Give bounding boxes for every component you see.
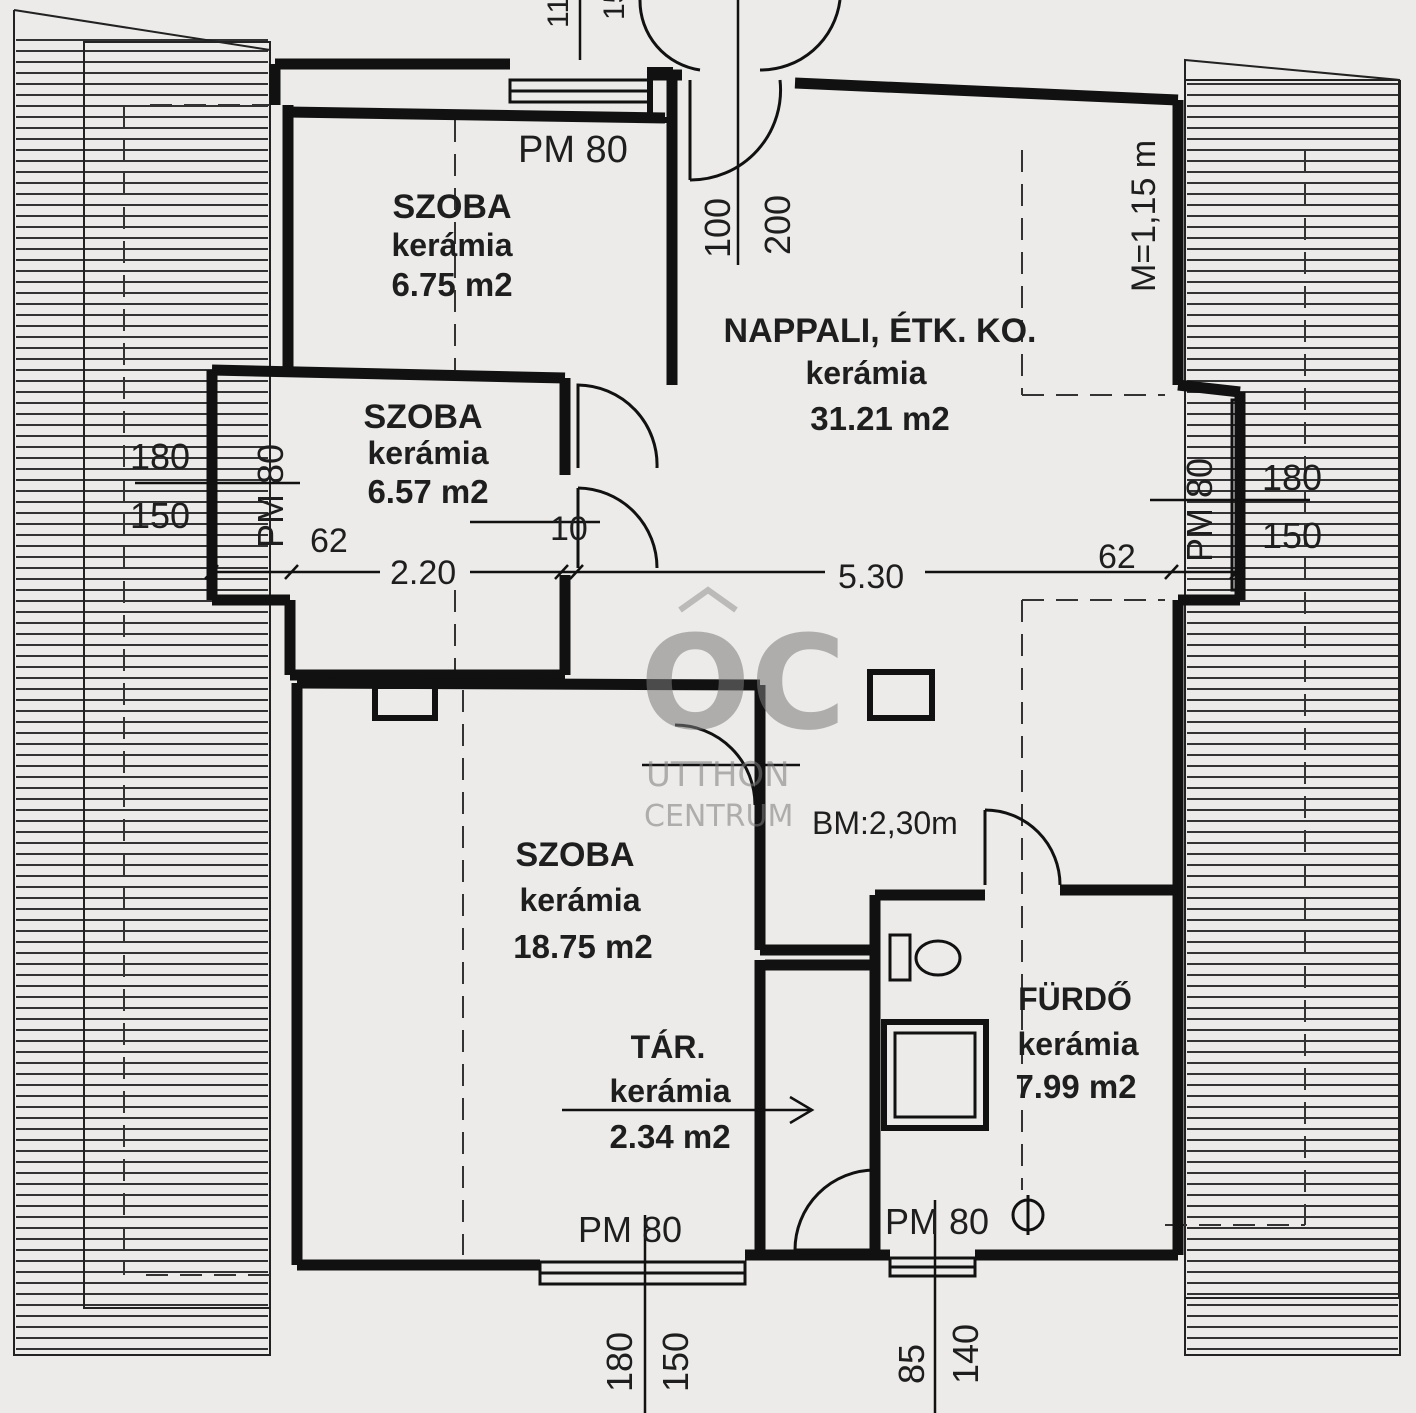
dim-top-115: 115 xyxy=(542,0,575,28)
dim-5-30: 5.30 xyxy=(838,558,904,596)
roof-hatching xyxy=(16,39,1398,1350)
bathroom-fixtures xyxy=(881,933,1045,1235)
window-label-right: PM 80 xyxy=(1179,458,1220,562)
roof-outline xyxy=(13,9,1401,1356)
room-szoba3-floor: kerámia xyxy=(520,882,641,918)
dim-bottom-140: 140 xyxy=(945,1324,986,1384)
window-label-left: PM 80 xyxy=(250,444,291,548)
dim-bottom-85: 85 xyxy=(891,1344,932,1384)
room-szoba3-name: SZOBA xyxy=(516,836,635,874)
window-label-bottom-right: PM 80 xyxy=(885,1201,989,1242)
room-furdo-floor: kerámia xyxy=(1018,1026,1139,1062)
watermark-logo: OC UTTHON CENTRUM xyxy=(640,586,846,834)
walls xyxy=(206,58,1246,1271)
height-label: M=1,15 m xyxy=(1125,140,1163,292)
room-furdo-name: FÜRDŐ xyxy=(1018,981,1132,1017)
room-furdo-area: 7.99 m2 xyxy=(1015,1068,1136,1105)
room-szoba2-floor: kerámia xyxy=(368,435,489,471)
room-tar-area: 2.34 m2 xyxy=(609,1118,730,1155)
room-nappali-floor: kerámia xyxy=(806,355,927,391)
dim-bottom-150: 150 xyxy=(655,1332,696,1392)
dimension-labels: PM 80 PM 80 PM 80 62 10 2.20 5.30 62 BM:… xyxy=(130,0,1322,1392)
dim-left-150: 150 xyxy=(130,495,190,536)
watermark-line1: UTTHON xyxy=(646,755,790,795)
room-nappali-area: 31.21 m2 xyxy=(810,400,949,437)
room-szoba3-area: 18.75 m2 xyxy=(513,928,652,965)
dim-10: 10 xyxy=(550,510,588,548)
room-nappali-name: NAPPALI, ÉTK. KO. xyxy=(724,312,1037,350)
room-szoba2-name: SZOBA xyxy=(364,398,483,436)
window-label-bottom-left: PM 80 xyxy=(578,1209,682,1250)
dim-62-right: 62 xyxy=(1098,538,1136,576)
dim-top-15: 15 xyxy=(598,0,631,20)
dim-right-180: 180 xyxy=(1262,457,1322,498)
watermark-line2: CENTRUM xyxy=(644,799,793,834)
dim-door-100: 100 xyxy=(697,198,738,258)
dim-62-left: 62 xyxy=(310,522,348,560)
dim-left-180: 180 xyxy=(130,436,190,477)
ceiling-height-label: BM:2,30m xyxy=(812,805,958,841)
room-tar-name: TÁR. xyxy=(631,1029,706,1065)
dim-door-200: 200 xyxy=(757,195,798,255)
room-szoba1-floor: kerámia xyxy=(392,227,513,263)
room-szoba1-area: 6.75 m2 xyxy=(391,266,512,303)
room-tar-floor: kerámia xyxy=(610,1073,731,1109)
room-szoba1-name: SZOBA xyxy=(393,188,512,226)
dimension-lines xyxy=(135,0,1310,1413)
wall-nibs xyxy=(372,67,935,721)
dim-right-150: 150 xyxy=(1262,515,1322,556)
watermark-monogram-icon: OC xyxy=(640,607,846,759)
door-swings xyxy=(576,0,1062,1252)
room-szoba2-area: 6.57 m2 xyxy=(367,473,488,510)
dashed-slope-lines xyxy=(123,104,1306,1276)
window-label-top: PM 80 xyxy=(518,129,628,171)
dim-2-20: 2.20 xyxy=(390,554,456,592)
windows xyxy=(508,78,1244,1286)
room-labels: SZOBA kerámia 6.75 m2 SZOBA kerámia 6.57… xyxy=(364,188,1139,1155)
dim-bottom-180: 180 xyxy=(599,1332,640,1392)
